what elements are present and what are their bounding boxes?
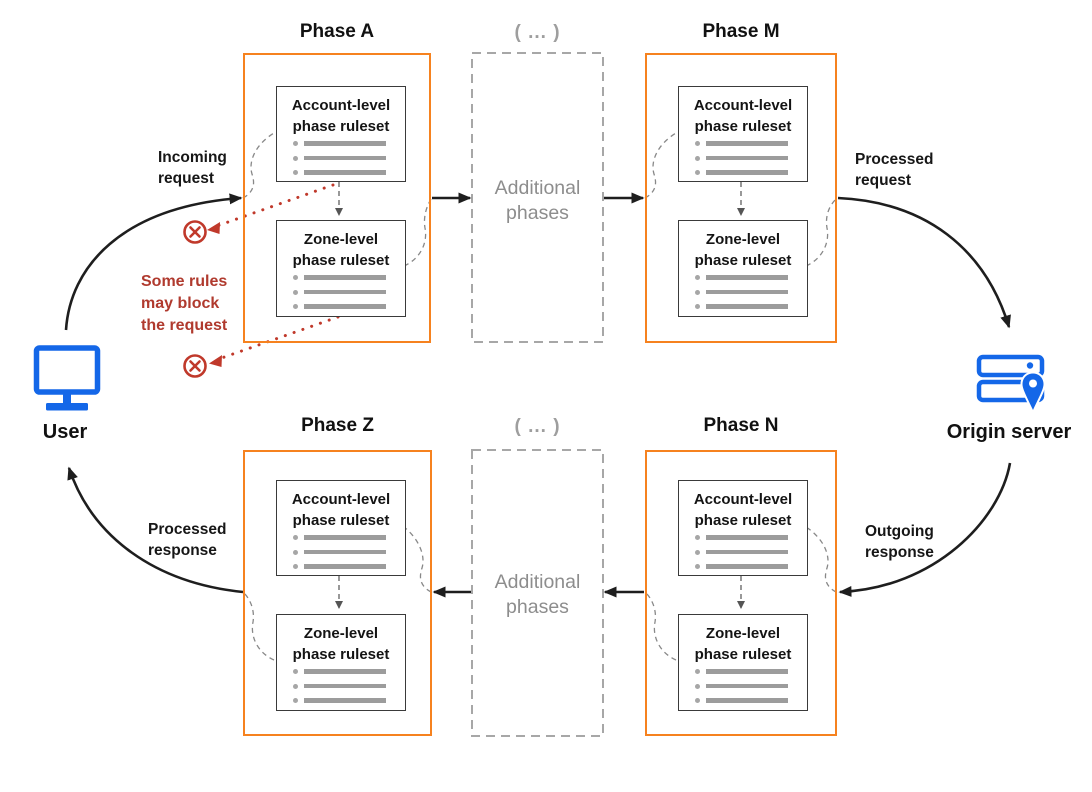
ruleset-card-zone: Zone-level phase ruleset: [678, 614, 808, 711]
ruleset-card-title: Zone-level phase ruleset: [292, 231, 390, 269]
rule-line: [694, 275, 808, 280]
circle-x-icon: [183, 220, 207, 244]
rule-line: [694, 289, 808, 295]
additional-phases-box-bottom: [471, 449, 604, 737]
rule-line: [694, 170, 808, 175]
ruleset-card-title: Account-level phase ruleset: [291, 491, 391, 529]
phase-box-m: Account-level phase ruleset Zone-level p…: [645, 53, 837, 343]
rule-line: [292, 698, 406, 703]
rule-line: [694, 535, 808, 540]
ellipsis-top: ( ... ): [514, 22, 561, 43]
rule-line: [292, 170, 406, 175]
phase-box-a: Account-level phase ruleset Zone-level p…: [243, 53, 431, 343]
phase-title-a: Phase A: [299, 21, 375, 42]
phase-title-z: Phase Z: [301, 415, 374, 436]
ruleset-card-title: Account-level phase ruleset: [291, 97, 391, 135]
rule-line: [694, 669, 808, 674]
additional-phases-label-bottom: Additional phases: [494, 571, 581, 618]
rule-line: [694, 549, 808, 555]
block-note: Some rules may block the request: [141, 273, 228, 334]
ruleset-rules: [277, 669, 405, 713]
rule-line: [292, 564, 406, 569]
dotted-block-line-zone: [214, 315, 340, 362]
squiggle-phase-z-entry: [403, 526, 432, 593]
ruleset-rules: [679, 669, 807, 713]
squiggle-phase-z-exit: [243, 592, 275, 661]
additional-phases-box-top: [471, 52, 604, 343]
rule-line: [694, 683, 808, 689]
server-location-pin-icon: [976, 354, 1046, 415]
ruleset-card-title: Account-level phase ruleset: [693, 97, 793, 135]
phase-title-n: Phase N: [703, 415, 779, 436]
dotted-block-arrowhead-account: [207, 222, 220, 234]
arrow-origin-to-phase-n: [838, 462, 1012, 598]
rule-line: [292, 275, 406, 280]
ruleset-card-account: Account-level phase ruleset: [678, 86, 808, 182]
dotted-block-arrowhead-zone: [209, 355, 222, 367]
rule-line: [694, 698, 808, 703]
rule-line: [694, 304, 808, 309]
squiggle-phase-m-entry: [644, 132, 677, 199]
ruleset-rules: [277, 535, 405, 579]
ruleset-card-title: Zone-level phase ruleset: [694, 625, 792, 663]
rule-line: [292, 683, 406, 689]
ruleset-card-account: Account-level phase ruleset: [678, 480, 808, 576]
ruleset-rules: [679, 535, 807, 579]
rule-line: [292, 304, 406, 309]
user-label: User: [42, 421, 88, 443]
rule-line: [292, 669, 406, 674]
rule-line: [292, 289, 406, 295]
circle-x-icon: [183, 354, 207, 378]
ruleset-card-zone: Zone-level phase ruleset: [678, 220, 808, 317]
phase-box-z: Account-level phase ruleset Zone-level p…: [243, 450, 432, 736]
label-processed-request: Processed request: [855, 151, 934, 189]
origin-server-label: Origin server: [946, 421, 1072, 443]
rule-line: [694, 141, 808, 146]
rule-line: [694, 155, 808, 161]
ruleset-rules: [679, 275, 807, 319]
label-processed-response: Processed response: [148, 521, 227, 559]
ruleset-card-title: Zone-level phase ruleset: [292, 625, 390, 663]
ruleset-card-zone: Zone-level phase ruleset: [276, 220, 406, 317]
ruleset-card-title: Zone-level phase ruleset: [694, 231, 792, 269]
squiggle-phase-a-entry: [242, 132, 275, 199]
monitor-icon: [33, 345, 101, 411]
label-outgoing-response: Outgoing response: [865, 523, 934, 561]
rule-line: [292, 535, 406, 540]
ruleset-card-account: Account-level phase ruleset: [276, 86, 406, 182]
ruleset-rules: [277, 141, 405, 185]
additional-phases-label-top: Additional phases: [494, 177, 581, 224]
squiggle-phase-n-entry: [805, 526, 837, 593]
arrow-phase-m-to-origin: [837, 196, 1011, 329]
phase-box-n: Account-level phase ruleset Zone-level p…: [645, 450, 837, 736]
arrow-user-to-phase-a: [64, 193, 243, 331]
rule-line: [292, 141, 406, 146]
squiggle-phase-a-exit: [403, 198, 432, 267]
ruleset-card-account: Account-level phase ruleset: [276, 480, 406, 576]
rule-line: [292, 549, 406, 555]
rule-line: [292, 155, 406, 161]
ellipsis-bottom: ( ... ): [514, 416, 561, 437]
squiggle-phase-m-exit: [805, 198, 837, 267]
label-incoming-request: Incoming request: [158, 149, 227, 187]
ruleset-rules: [277, 275, 405, 319]
phase-title-m: Phase M: [702, 21, 780, 42]
squiggle-phase-n-exit: [645, 592, 677, 661]
ruleset-rules: [679, 141, 807, 185]
ruleset-card-title: Account-level phase ruleset: [693, 491, 793, 529]
rule-line: [694, 564, 808, 569]
ruleset-card-zone: Zone-level phase ruleset: [276, 614, 406, 711]
arrow-phase-z-to-user: [67, 466, 244, 594]
